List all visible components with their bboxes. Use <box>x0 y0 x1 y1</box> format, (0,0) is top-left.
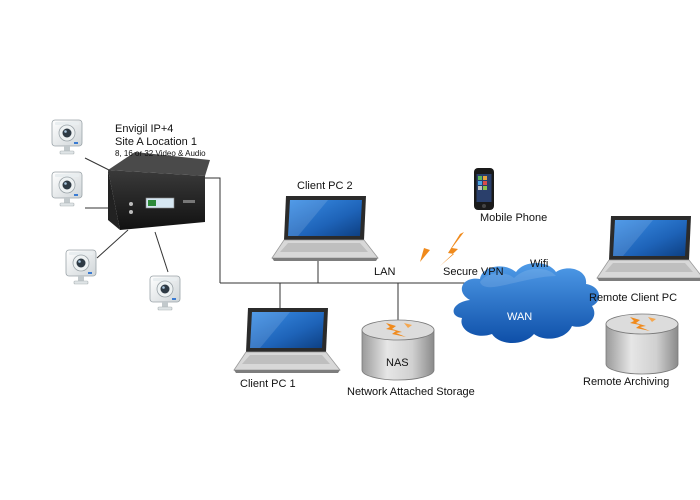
client-pc-2-laptop-icon <box>271 195 379 262</box>
recorder-name-label: Envigil IP+4 <box>115 123 174 135</box>
ip-camera-icon <box>65 249 97 285</box>
secure-vpn-label: Secure VPN <box>443 266 504 278</box>
remote-client-pc-label: Remote Client PC <box>589 292 678 304</box>
nas-badge-label: NAS <box>386 357 409 369</box>
mobile-phone-label: Mobile Phone <box>480 212 548 224</box>
client-pc-1-label: Client PC 1 <box>240 378 296 390</box>
wan-cloud <box>453 263 600 343</box>
nas-storage-icon <box>361 319 435 381</box>
connection-lines <box>84 157 470 322</box>
wan-label: WAN <box>507 311 533 323</box>
wifi-label: Wifi <box>530 258 549 270</box>
ip-camera-icon <box>51 119 83 155</box>
wireless-lightning-icon <box>420 232 464 266</box>
envigil-recorder <box>108 152 210 230</box>
nas-caption-label: Network Attached Storage <box>347 386 475 398</box>
recorder-spec-label: 8, 16 or 32 Video & Audio <box>115 149 206 158</box>
lan-label: LAN <box>374 266 396 278</box>
ip-camera-icon <box>51 171 83 207</box>
client-pc-1-laptop-icon <box>233 307 341 374</box>
mobile-phone-icon <box>474 168 494 210</box>
cam1-link <box>84 157 114 173</box>
recorder-link <box>205 177 221 283</box>
cam4-link <box>154 231 169 273</box>
remote-archive-storage-icon <box>605 313 679 375</box>
remote-client-pc-laptop-icon <box>596 215 700 282</box>
cam3-link <box>96 229 129 259</box>
client-pc-2-label: Client PC 2 <box>297 180 353 192</box>
recorder-site-label: Site A Location 1 <box>115 136 197 148</box>
ip-camera-icon <box>149 275 181 311</box>
remote-archiving-label: Remote Archiving <box>583 376 670 388</box>
